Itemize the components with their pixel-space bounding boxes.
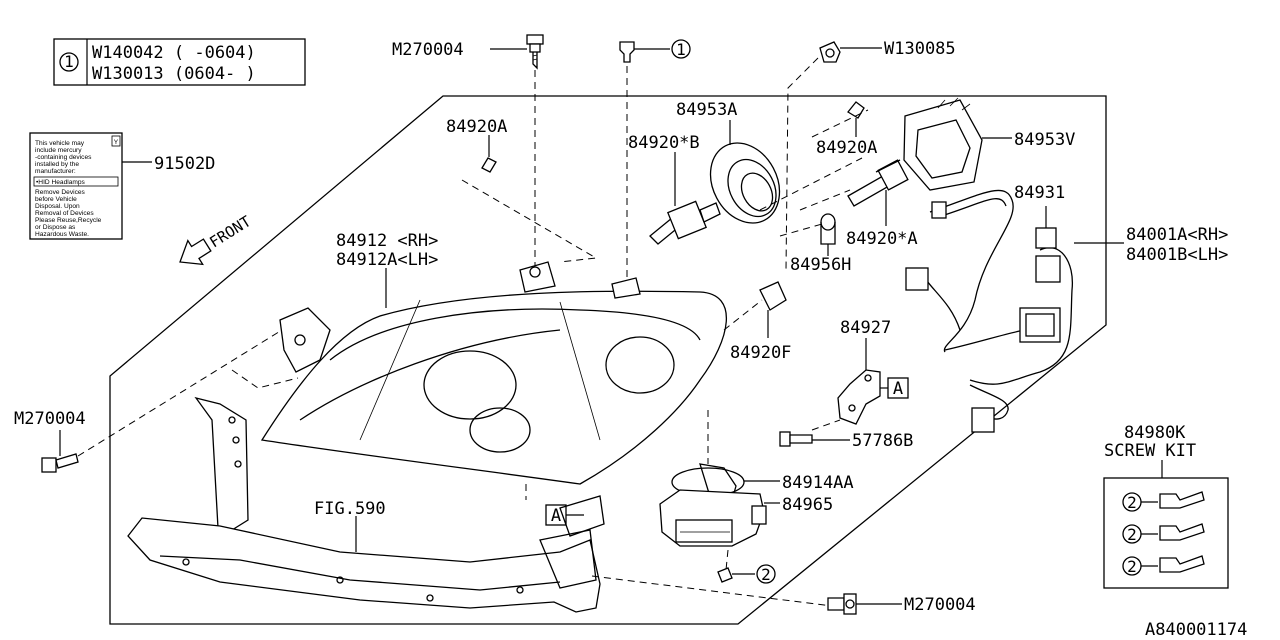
socket-cover-icon: [903, 97, 983, 191]
warning-text: Disposal. Upon: [35, 203, 80, 210]
headlamp-assembly-icon: [260, 261, 727, 485]
screw-kit-label: SCREW KIT: [1104, 441, 1196, 461]
screw-kit-box: [1103, 477, 1229, 589]
circle-ref-icon: [671, 39, 691, 59]
callout-84980k: 84980K: [1124, 423, 1186, 443]
screw-kit-item: 2: [1122, 523, 1205, 544]
circle-ref-icon: [756, 564, 776, 584]
callout-84920-star-b: 84920*B: [628, 133, 700, 153]
diagram-code: A840001174: [1145, 620, 1247, 640]
callout-84956h: 84956H: [790, 255, 851, 275]
screw-icon: [1159, 523, 1205, 541]
dust-cap-icon: [709, 142, 781, 224]
legend-line-2: W130013 (0604- ): [92, 64, 256, 84]
warning-text: Removal of Devices: [35, 210, 94, 217]
warning-text: include mercury: [35, 147, 82, 154]
clip-icon: [619, 41, 635, 63]
warning-text: Remove Devices: [35, 189, 86, 196]
warning-text: Hazardous Waste.: [35, 231, 89, 238]
callout-84953v: 84953V: [1014, 130, 1075, 150]
ref-a-right: A: [893, 379, 903, 399]
screw-icon: [1159, 555, 1205, 573]
callout-84965: 84965: [782, 495, 833, 515]
nut-icon: [819, 41, 841, 63]
warning-label-mark: Y: [114, 139, 119, 146]
callout-57786b: 57786B: [852, 431, 913, 451]
bulb-icon: [481, 157, 497, 173]
legend-box: 1 W140042 ( -0604) W130013 (0604- ): [53, 38, 306, 86]
callout-w130085: W130085: [884, 39, 956, 59]
screw-kit-item: 2: [1122, 491, 1205, 512]
legend-circle-icon: [59, 52, 79, 72]
grommet-icon: [820, 213, 836, 245]
legend-line-1: W140042 ( -0604): [92, 43, 256, 63]
warning-boxed-text: •HID Headlamps: [36, 179, 86, 186]
radiator-support-icon: [127, 396, 605, 613]
warning-text: manufacturer:: [35, 168, 76, 175]
callout-91502d: 91502D: [154, 154, 215, 174]
callout-84001a-rh: 84001A<RH>: [1126, 225, 1228, 245]
circle-ref-1: 1: [676, 40, 686, 59]
warning-text: installed by the: [35, 161, 79, 168]
bolt-icon: [526, 34, 544, 70]
callout-84001b-lh: 84001B<LH>: [1126, 245, 1228, 265]
circle-ref-2-ballast: 2: [761, 565, 771, 584]
kit-mark: 2: [1127, 525, 1137, 544]
callout-84920f: 84920F: [730, 343, 791, 363]
callout-m270004-left: M270004: [14, 409, 86, 429]
screw-icon: [717, 567, 733, 583]
callout-84920-star-a: 84920*A: [846, 229, 918, 249]
screw-kit-item: 2: [1122, 555, 1205, 576]
ballast-icon: [659, 463, 767, 547]
callout-84920a-left: 84920A: [446, 117, 507, 137]
legend-marker: 1: [64, 52, 74, 71]
callout-84920a-right: 84920A: [816, 138, 877, 158]
callout-84953a: 84953A: [676, 100, 737, 120]
screw-icon: [1159, 491, 1205, 509]
callout-84912-rh: 84912 <RH>: [336, 231, 438, 251]
callout-84912a-lh: 84912A<LH>: [336, 250, 438, 270]
callout-m270004-top: M270004: [392, 40, 464, 60]
ref-a-box-right: [887, 377, 909, 399]
warning-text: before Vehicle: [35, 196, 77, 203]
warning-text: -containing devices: [35, 154, 92, 161]
assembly-boundary: [109, 95, 1107, 625]
bolt-icon: [779, 431, 813, 447]
headlamp-bulb-icon: [649, 200, 721, 245]
bolt-icon: [827, 593, 857, 615]
front-label: FRONT: [206, 212, 254, 251]
bolt-icon: [41, 453, 79, 473]
callout-84927: 84927: [840, 318, 891, 338]
kit-mark: 2: [1127, 493, 1137, 512]
warning-text: This vehicle may: [35, 140, 85, 147]
callout-m270004-bottom: M270004: [904, 595, 976, 615]
callout-84931: 84931: [1014, 183, 1065, 203]
warning-text: Please Reuse,Recycle: [35, 217, 102, 224]
callout-fig590: FIG.590: [314, 499, 386, 519]
warning-label: Y This vehicle may include mercury -cont…: [29, 132, 123, 240]
warning-text: or Dispose as: [35, 224, 76, 231]
kit-mark: 2: [1127, 557, 1137, 576]
bulb-icon: [759, 281, 787, 311]
ref-a-left: A: [551, 506, 561, 526]
hid-bulb-icon: [847, 159, 909, 207]
callout-84914aa: 84914AA: [782, 473, 854, 493]
wiring-harness-icon: [905, 189, 1074, 433]
bracket-icon: [837, 369, 881, 425]
